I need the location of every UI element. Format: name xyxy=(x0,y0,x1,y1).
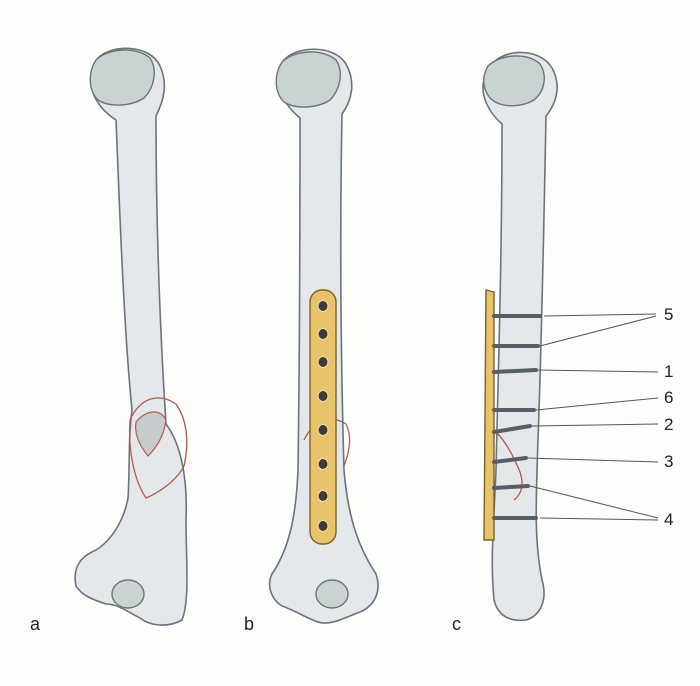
leader-line-3 xyxy=(528,458,658,462)
plate-hole xyxy=(318,425,328,436)
callout-4: 4 xyxy=(664,510,673,529)
callout-5: 5 xyxy=(664,305,673,324)
callout-1: 1 xyxy=(664,362,673,381)
side-plate xyxy=(484,290,494,540)
trochlea-a xyxy=(112,580,144,608)
leader-line-6 xyxy=(536,398,658,410)
panel-label-c: c xyxy=(452,614,461,634)
panel-c-bone-side xyxy=(483,52,658,620)
panel-label-b: b xyxy=(244,614,254,634)
humeral-head-c xyxy=(484,56,545,106)
plate-hole xyxy=(318,521,328,532)
plate-hole xyxy=(318,357,328,368)
plate-hole xyxy=(318,391,328,402)
callout-2: 2 xyxy=(664,415,673,434)
leader-line-1 xyxy=(538,370,658,372)
leader-line-4b xyxy=(540,518,658,520)
leader-line-4a xyxy=(530,486,658,518)
leader-lines xyxy=(528,314,658,520)
callout-6: 6 xyxy=(664,388,673,407)
humeral-head-a xyxy=(90,50,154,105)
trochlea-b xyxy=(316,580,348,608)
plate-hole xyxy=(318,491,328,502)
screw xyxy=(494,370,536,372)
screw xyxy=(494,486,528,488)
panel-a-bone-fractured xyxy=(75,48,187,625)
plate-hole xyxy=(318,301,328,312)
plate-hole xyxy=(318,329,328,340)
humeral-head-b xyxy=(276,52,340,107)
leader-line-2 xyxy=(532,424,658,426)
humerus-a-outline xyxy=(75,48,187,625)
panel-b-bone-plated xyxy=(270,49,378,623)
callout-3: 3 xyxy=(664,452,673,471)
plate-hole xyxy=(318,459,328,470)
panel-label-a: a xyxy=(30,614,41,634)
leader-line-5a xyxy=(544,314,656,316)
leader-line-5b xyxy=(540,316,656,346)
